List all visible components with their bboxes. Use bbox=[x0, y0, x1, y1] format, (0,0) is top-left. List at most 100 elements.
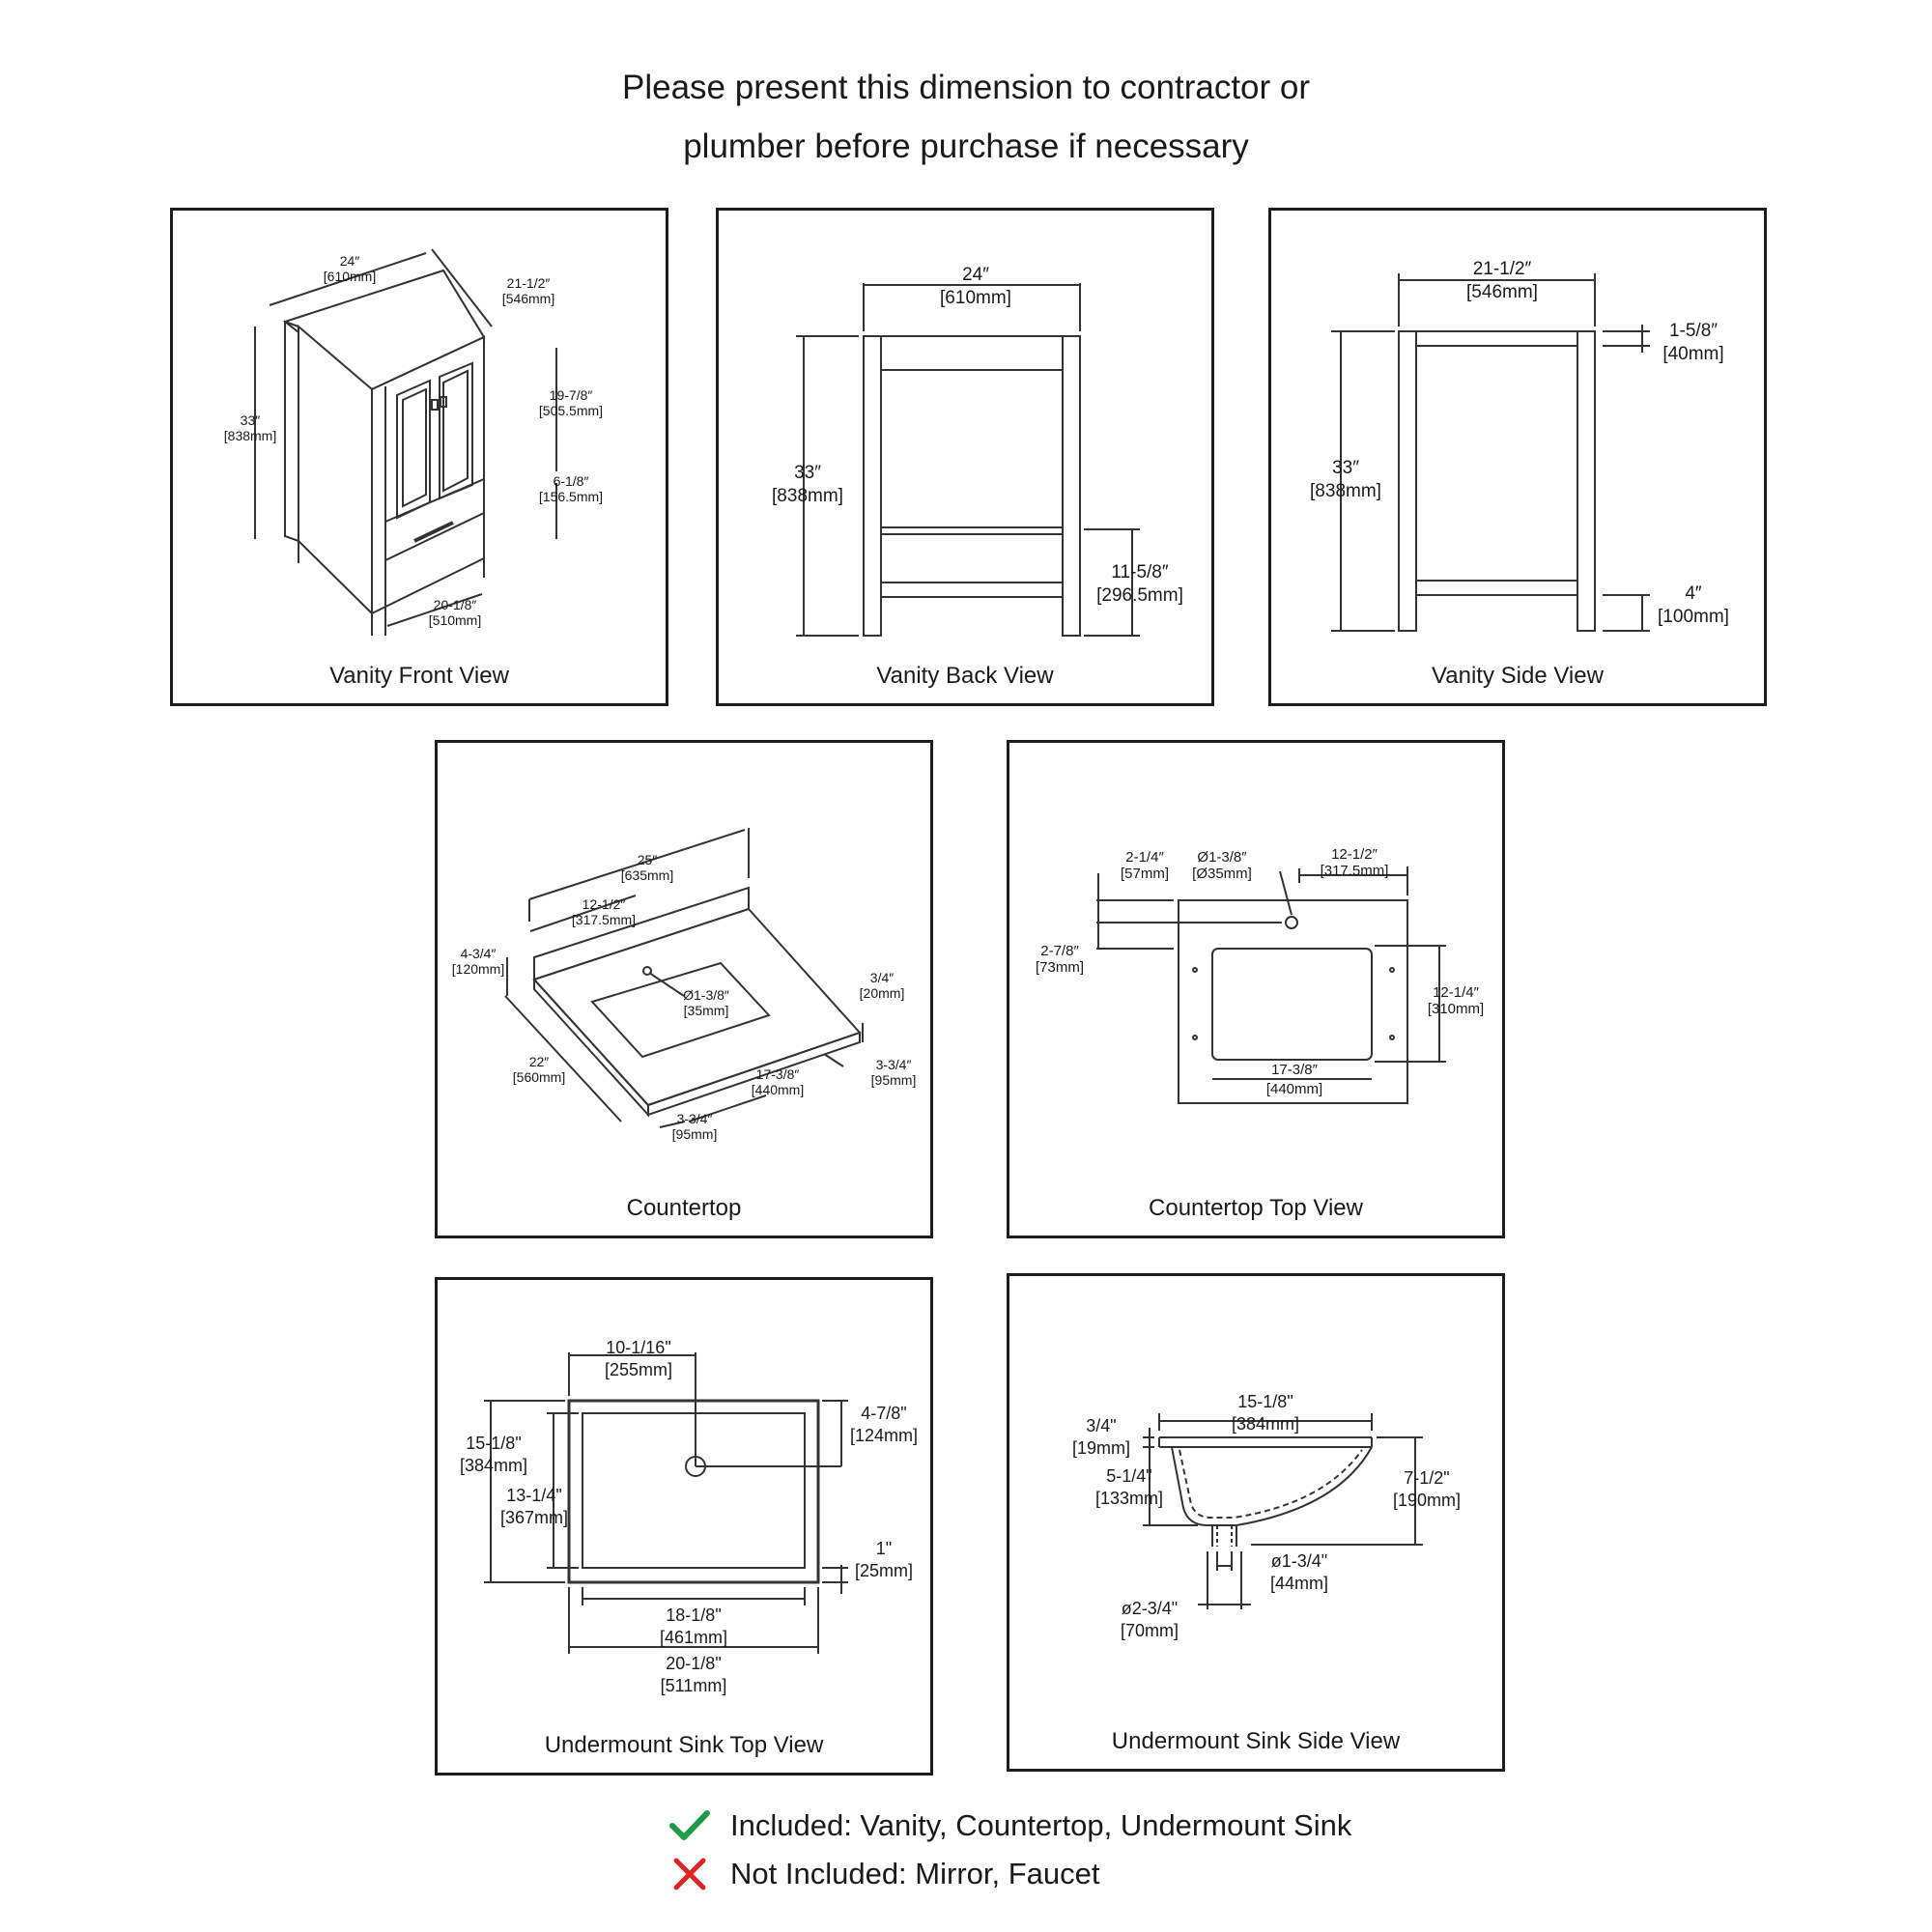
ct-thick-label: 3/4″ bbox=[870, 970, 894, 985]
st-drain-label: 10-1/16" bbox=[606, 1338, 670, 1357]
side-bottom-mm: [100mm] bbox=[1658, 607, 1729, 627]
panel-vanity-front: 24″ [610mm] 21-1/2″ [546mm] 33″ [838mm] … bbox=[170, 208, 668, 706]
front-inner-mm: [510mm] bbox=[429, 612, 481, 628]
checkmark-icon bbox=[669, 1810, 710, 1840]
panel-countertop: 25″ [635mm] 12-1/2″ [317.5mm] 4-3/4″ [12… bbox=[435, 740, 933, 1238]
vanity-front-drawing bbox=[254, 248, 557, 636]
ss-depth-label: 5-1/4" bbox=[1106, 1466, 1151, 1486]
ct-hole-mm: [35mm] bbox=[684, 1003, 729, 1018]
st-outer-w-mm: [511mm] bbox=[661, 1676, 727, 1695]
ct-width-label: 25″ bbox=[638, 852, 658, 867]
ss-depth-mm: [133mm] bbox=[1095, 1489, 1163, 1508]
front-height-mm: [838mm] bbox=[224, 428, 276, 443]
ctt-half-mm: [317.5mm] bbox=[1321, 863, 1389, 879]
ct-width-mm: [635mm] bbox=[621, 867, 673, 883]
ct-thick-mm: [20mm] bbox=[860, 985, 905, 1001]
side-top-label: 1-5/8″ bbox=[1669, 321, 1718, 341]
ctt-back-mm: [73mm] bbox=[1036, 959, 1084, 976]
ct-depth-mm: [560mm] bbox=[513, 1069, 565, 1085]
ss-flange-label: 3/4" bbox=[1086, 1416, 1116, 1435]
ctt-cutw-label: 17-3/8″ bbox=[1271, 1062, 1319, 1078]
countertop-top-labels: 2-1/4″ [57mm] Ø1-3/8″ [Ø35mm] 12-1/2″ [3… bbox=[1036, 846, 1484, 1097]
ctt-back-label: 2-7/8″ bbox=[1040, 943, 1079, 959]
front-drawer-label: 6-1/8″ bbox=[554, 473, 589, 489]
ctt-cutd-label: 12-1/4″ bbox=[1433, 984, 1480, 1001]
ct-front-mm: [95mm] bbox=[672, 1126, 718, 1142]
vanity-back-drawing bbox=[796, 283, 1140, 637]
notice-line-1: Please present this dimension to contrac… bbox=[621, 69, 1311, 106]
notice-line-2: plumber before purchase if necessary bbox=[683, 128, 1249, 165]
vanity-front-labels: 24″ [610mm] 21-1/2″ [546mm] 33″ [838mm] … bbox=[224, 253, 603, 628]
ctt-edge-label: 2-1/4″ bbox=[1125, 849, 1164, 866]
ct-hole-label: Ø1-3/8″ bbox=[683, 987, 729, 1003]
st-outer-w-label: 20-1/8" bbox=[666, 1654, 721, 1673]
st-outer-d-label: 15-1/8" bbox=[466, 1434, 521, 1453]
ctt-half-label: 12-1/2″ bbox=[1331, 846, 1378, 863]
ctt-cutw-mm: [440mm] bbox=[1266, 1081, 1322, 1097]
sink-side-labels: 3/4" [19mm] 15-1/8" [384mm] 5-1/4" [133m… bbox=[1072, 1392, 1461, 1640]
notice-header: Please present this dimension to contrac… bbox=[0, 58, 1932, 176]
ct-front-label: 3-3/4″ bbox=[677, 1111, 713, 1126]
side-width-label: 21-1/2″ bbox=[1473, 259, 1532, 279]
panel-vanity-side: 21-1/2″ [546mm] 1-5/8″ [40mm] 33″ [838mm… bbox=[1268, 208, 1767, 706]
st-inner-d-mm: [367mm] bbox=[500, 1508, 568, 1527]
countertop-drawing bbox=[504, 828, 864, 1128]
caption-vanity-back: Vanity Back View bbox=[876, 663, 1054, 689]
ss-width-label: 15-1/8" bbox=[1237, 1392, 1293, 1411]
ct-half-label: 12-1/2″ bbox=[582, 896, 626, 912]
back-shelf-label: 11-5/8″ bbox=[1111, 562, 1168, 582]
side-bottom-label: 4″ bbox=[1685, 583, 1702, 604]
legend-included: Included: Vanity, Countertop, Undermount… bbox=[668, 1808, 1351, 1843]
front-width-mm: [610mm] bbox=[324, 269, 376, 284]
panel-vanity-back: 24″ [610mm] 33″ [838mm] 11-5/8″ [296.5mm… bbox=[716, 208, 1214, 706]
cross-icon bbox=[673, 1858, 706, 1890]
ct-side-label: 3-3/4″ bbox=[876, 1057, 912, 1072]
ss-drain-label: ø1-3/4" bbox=[1271, 1551, 1327, 1571]
vanity-side-drawing bbox=[1331, 273, 1650, 632]
back-height-mm: [838mm] bbox=[772, 486, 843, 506]
caption-countertop: Countertop bbox=[626, 1195, 742, 1221]
caption-sink-side-view: Undermount Sink Side View bbox=[1111, 1728, 1401, 1754]
front-depth-label: 21-1/2″ bbox=[507, 275, 551, 291]
side-top-mm: [40mm] bbox=[1662, 344, 1723, 364]
st-lip-label: 1" bbox=[876, 1539, 892, 1558]
legend-not-included: Not Included: Mirror, Faucet bbox=[668, 1857, 1100, 1891]
ss-outlet-label: ø2-3/4" bbox=[1122, 1599, 1178, 1618]
vanity-back-labels: 24″ [610mm] 33″ [838mm] 11-5/8″ [296.5mm… bbox=[772, 265, 1183, 606]
panel-countertop-top-view: 2-1/4″ [57mm] Ø1-3/8″ [Ø35mm] 12-1/2″ [3… bbox=[1007, 740, 1505, 1238]
caption-sink-top-view: Undermount Sink Top View bbox=[544, 1732, 824, 1758]
ss-height-label: 7-1/2" bbox=[1404, 1468, 1449, 1488]
st-drain-mm: [255mm] bbox=[605, 1360, 672, 1379]
sink-side-drawing bbox=[1143, 1413, 1423, 1609]
front-drawer-mm: [156.5mm] bbox=[539, 489, 603, 504]
side-height-label: 33″ bbox=[1332, 458, 1359, 478]
back-width-mm: [610mm] bbox=[940, 288, 1011, 308]
vanity-side-labels: 21-1/2″ [546mm] 1-5/8″ [40mm] 33″ [838mm… bbox=[1310, 259, 1729, 627]
ctt-hole-mm: [Ø35mm] bbox=[1192, 866, 1252, 882]
front-width-label: 24″ bbox=[340, 253, 360, 269]
ct-depth-label: 22″ bbox=[529, 1054, 550, 1069]
caption-vanity-side: Vanity Side View bbox=[1432, 663, 1604, 689]
back-width-label: 24″ bbox=[962, 265, 989, 285]
ct-cut-mm: [440mm] bbox=[752, 1082, 804, 1097]
caption-vanity-front: Vanity Front View bbox=[329, 663, 509, 689]
st-rim-label: 4-7/8" bbox=[861, 1404, 906, 1423]
sink-top-labels: 10-1/16" [255mm] 4-7/8" [124mm] 15-1/8" … bbox=[460, 1338, 918, 1695]
back-shelf-mm: [296.5mm] bbox=[1096, 585, 1183, 606]
ct-cut-label: 17-3/8″ bbox=[756, 1066, 800, 1082]
st-outer-d-mm: [384mm] bbox=[460, 1456, 527, 1475]
st-inner-d-label: 13-1/4" bbox=[506, 1486, 561, 1505]
ct-half-mm: [317.5mm] bbox=[572, 912, 636, 927]
panel-sink-top-view: 10-1/16" [255mm] 4-7/8" [124mm] 15-1/8" … bbox=[435, 1277, 933, 1776]
ss-width-mm: [384mm] bbox=[1232, 1414, 1299, 1434]
side-width-mm: [546mm] bbox=[1466, 282, 1538, 302]
front-depth-mm: [546mm] bbox=[502, 291, 554, 306]
ss-outlet-mm: [70mm] bbox=[1121, 1621, 1179, 1640]
front-door-mm: [505.5mm] bbox=[539, 403, 603, 418]
countertop-top-drawing bbox=[1096, 867, 1446, 1104]
excluded-text: Not Included: Mirror, Faucet bbox=[730, 1857, 1100, 1890]
st-lip-mm: [25mm] bbox=[855, 1561, 913, 1580]
sink-top-drawing bbox=[484, 1352, 848, 1654]
ctt-edge-mm: [57mm] bbox=[1121, 866, 1169, 882]
panel-sink-side-view: 3/4" [19mm] 15-1/8" [384mm] 5-1/4" [133m… bbox=[1007, 1273, 1505, 1772]
